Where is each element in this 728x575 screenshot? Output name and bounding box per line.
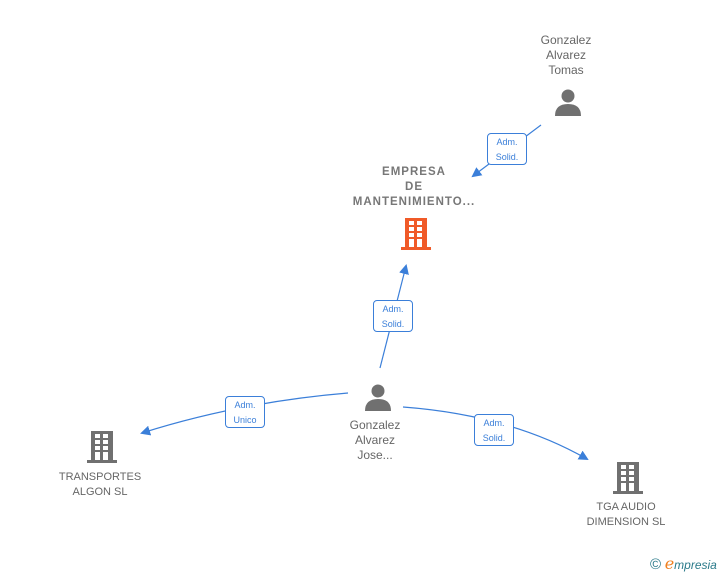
label-line: DIMENSION SL	[586, 516, 666, 528]
building-icon[interactable]	[87, 431, 117, 463]
label-line: ALGON SL	[72, 486, 128, 498]
relation-line: Solid.	[381, 319, 405, 329]
building-icon[interactable]	[613, 462, 643, 494]
label-line: EMPRESA	[382, 166, 446, 178]
label-line: Alvarez	[545, 48, 587, 62]
building-icon[interactable]	[401, 218, 431, 250]
relation-line: Solid.	[495, 152, 519, 162]
person-icon[interactable]	[555, 89, 581, 117]
relation-line: Unico	[233, 415, 257, 425]
empresia-logo[interactable]: © empresia	[650, 554, 717, 573]
node-label-tga[interactable]: TGA AUDIO DIMENSION SL	[587, 500, 666, 530]
relation-line: Solid.	[482, 433, 506, 443]
relation-line: Adm.	[382, 304, 404, 314]
relation-badge: Adm. Solid.	[474, 414, 514, 446]
label-line: TRANSPORTES	[58, 471, 142, 483]
label-line: MANTENIMIENTO...	[352, 196, 476, 208]
label-line: Gonzalez	[540, 33, 592, 47]
label-line: Alvarez	[354, 433, 396, 447]
node-label-empresa[interactable]: EMPRESA DE MANTENIMIENTO...	[353, 165, 475, 210]
node-label-jose[interactable]: Gonzalez Alvarez Jose...	[350, 418, 401, 463]
relation-badge: Adm. Unico	[225, 396, 265, 428]
person-icon[interactable]	[365, 384, 391, 412]
label-line: Gonzalez	[349, 418, 401, 432]
label-line: Tomas	[548, 63, 584, 77]
label-line: DE	[405, 181, 423, 193]
relation-line: Adm.	[496, 137, 518, 147]
label-line: TGA AUDIO	[596, 501, 656, 513]
relation-line: Adm.	[234, 400, 256, 410]
node-label-tomas[interactable]: Gonzalez Alvarez Tomas	[541, 33, 592, 78]
copyright-icon: ©	[650, 556, 662, 573]
brand-name: mpresia	[674, 558, 717, 572]
label-line: Jose...	[357, 448, 393, 462]
relation-badge: Adm. Solid.	[373, 300, 413, 332]
relation-line: Adm.	[483, 418, 505, 428]
brand-e: e	[664, 554, 675, 573]
relation-badge: Adm. Solid.	[487, 133, 527, 165]
node-label-transportes[interactable]: TRANSPORTES ALGON SL	[59, 470, 141, 500]
